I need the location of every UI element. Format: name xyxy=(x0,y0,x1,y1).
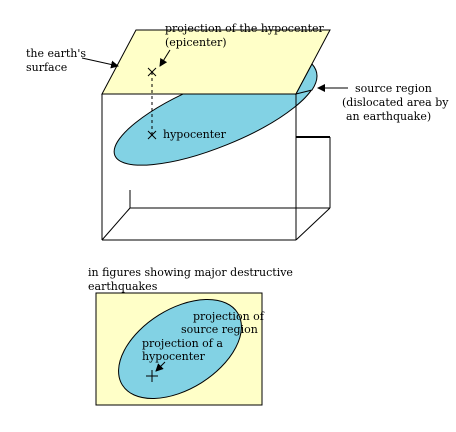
label-source-region: source region (dislocated area by an ear… xyxy=(342,82,452,123)
epicenter-arrow xyxy=(159,49,171,67)
label-earth-surface: the earth's surface xyxy=(26,47,90,74)
label-projection-hypocenter: projection of a hypocenter xyxy=(142,337,226,363)
label-projection-source-region: projection of source region xyxy=(181,310,267,336)
projected-hypocenter-marker xyxy=(146,370,158,382)
surface-arrow xyxy=(81,57,119,69)
caption-major-earthquakes: in figures showing major destructive ear… xyxy=(88,266,296,293)
crust-block xyxy=(101,29,331,241)
label-hypocenter: hypocenter xyxy=(163,128,227,141)
label-epicenter: projection of the hypocenter (epicenter) xyxy=(165,22,327,49)
projected-hypocenter-arrow xyxy=(155,361,166,372)
epicenter-marker xyxy=(147,67,157,77)
projected-source-region xyxy=(118,299,242,399)
hypocenter-marker xyxy=(147,130,157,140)
earth-surface-plane xyxy=(101,29,331,95)
